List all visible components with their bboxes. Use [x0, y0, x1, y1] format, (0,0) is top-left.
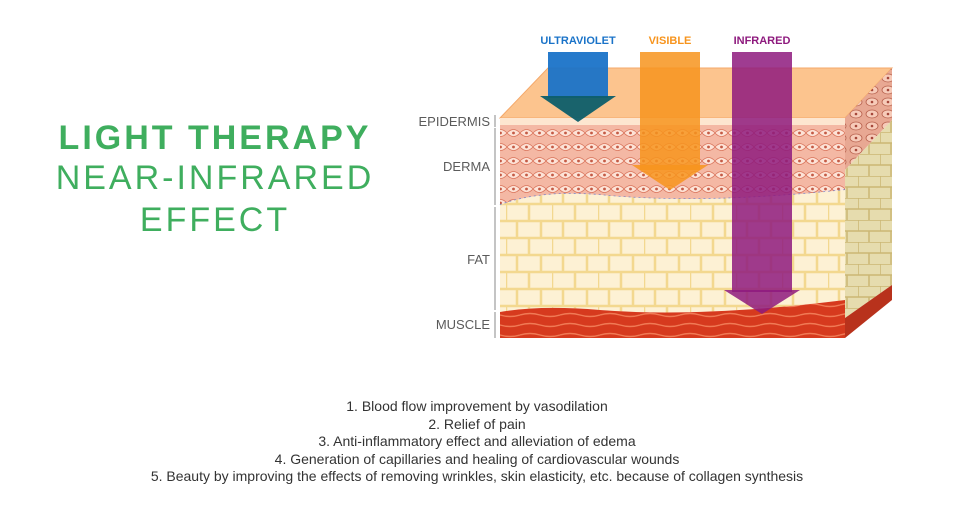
label-epidermis: EPIDERMIS	[418, 114, 490, 129]
label-muscle: MUSCLE	[436, 317, 491, 332]
label-derma: DERMA	[443, 159, 490, 174]
title-line-2: NEAR-INFRARED	[55, 159, 375, 197]
title-line-3: EFFECT	[139, 201, 291, 239]
side-face-muscle	[845, 285, 892, 338]
benefits-list: 1. Blood flow improvement by vasodilatio…	[0, 398, 954, 486]
benefit-item: 5. Beauty by improving the effects of re…	[150, 468, 804, 484]
label-infrared: INFRARED	[734, 35, 791, 47]
benefit-item: 2. Relief of pain	[428, 415, 526, 432]
label-ultraviolet: ULTRAVIOLET	[540, 35, 616, 47]
label-visible: VISIBLE	[649, 35, 692, 47]
benefit-item: 1. Blood flow improvement by vasodilatio…	[346, 398, 608, 414]
title-line-1: LIGHT THERAPY	[58, 119, 372, 157]
title-block: LIGHT THERAPY NEAR-INFRARED EFFECT	[40, 118, 390, 242]
ultraviolet-beam	[540, 52, 616, 122]
side-face-fat	[845, 120, 892, 318]
benefit-item: 4. Generation of capillaries and healing…	[274, 450, 680, 467]
benefit-item: 3. Anti-inflammatory effect and alleviat…	[318, 433, 636, 449]
label-fat: FAT	[467, 252, 490, 267]
side-face-derma	[845, 68, 892, 170]
visible-beam	[632, 52, 708, 190]
infrared-beam	[724, 52, 800, 314]
